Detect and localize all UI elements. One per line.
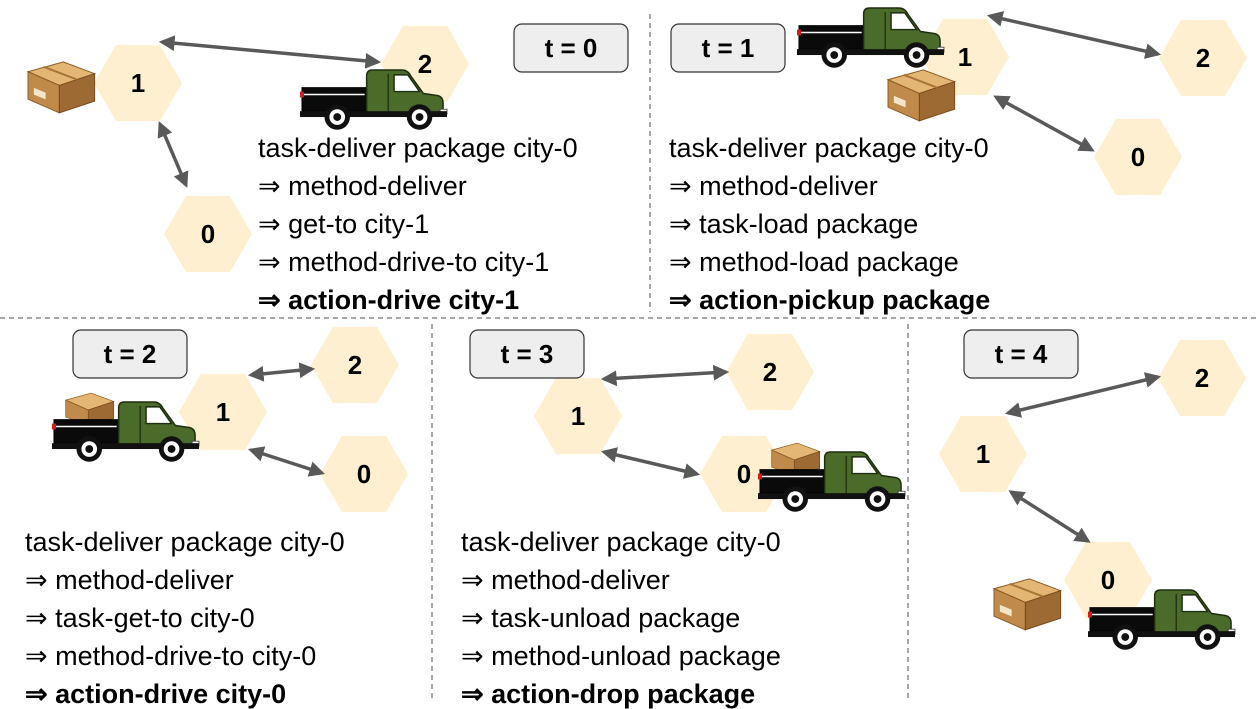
city-node-label: 0 xyxy=(201,219,215,249)
city-node-label: 1 xyxy=(216,397,230,427)
city-node-0: 0 xyxy=(320,435,408,513)
plan-line: ⇒ method-deliver xyxy=(25,565,234,595)
plan-action-line: ⇒ action-pickup package xyxy=(669,285,990,315)
road-arrow xyxy=(600,447,701,479)
panel-p0: 1 2 0 t = 0 task-deliver package city-0 ⇒ met… xyxy=(26,23,629,315)
city-node-1: 1 xyxy=(94,44,182,122)
road-arrow xyxy=(247,362,316,382)
time-label: t = 1 xyxy=(670,23,786,73)
road-arrow xyxy=(248,446,325,477)
plan-line: ⇒ method-load package xyxy=(669,247,959,277)
time-label-text: t = 0 xyxy=(545,33,598,63)
panel-p4: 1 2 0 t = 4 xyxy=(939,329,1246,650)
road-arrow xyxy=(158,35,382,69)
plan-line: ⇒ task-load package xyxy=(669,209,918,239)
city-node-2: 2 xyxy=(1159,19,1247,97)
city-node-1: 1 xyxy=(179,373,267,451)
city-node-label: 0 xyxy=(357,459,371,489)
package-icon xyxy=(26,61,97,114)
time-label-text: t = 4 xyxy=(995,339,1048,369)
plan-line: ⇒ method-drive-to city-1 xyxy=(258,247,549,277)
city-node-0: 0 xyxy=(1094,118,1182,196)
package-icon xyxy=(992,578,1063,631)
city-node-label: 2 xyxy=(348,350,362,380)
plan-line: ⇒ method-deliver xyxy=(669,171,878,201)
truck-icon xyxy=(300,69,448,130)
city-node-label: 1 xyxy=(976,439,990,469)
time-label: t = 0 xyxy=(513,23,629,73)
plan-action-line: ⇒ action-drive city-0 xyxy=(25,679,286,709)
city-node-label: 1 xyxy=(571,401,585,431)
city-node-2: 2 xyxy=(311,326,399,404)
plan-line: task-deliver package city-0 xyxy=(258,133,578,163)
plan-line: ⇒ task-get-to city-0 xyxy=(25,603,255,633)
panel-p3: 1 2 0 t = 3 task-deliver package city-0 ⇒ met… xyxy=(461,329,906,709)
plan-line: ⇒ get-to city-1 xyxy=(258,209,429,239)
time-label-text: t = 3 xyxy=(501,339,554,369)
time-label: t = 3 xyxy=(469,329,585,379)
city-node-0: 0 xyxy=(164,195,252,273)
plan-line: ⇒ method-drive-to city-0 xyxy=(25,641,316,671)
city-node-label: 2 xyxy=(1195,363,1209,393)
city-node-label: 0 xyxy=(1131,142,1145,172)
plan-action-line: ⇒ action-drive city-1 xyxy=(258,285,519,315)
plan-line: ⇒ method-deliver xyxy=(258,171,467,201)
city-node-label: 2 xyxy=(418,49,432,79)
truck-icon xyxy=(758,442,906,512)
city-node-label: 0 xyxy=(737,459,751,489)
city-node-1: 1 xyxy=(939,415,1027,493)
plan-line: ⇒ method-unload package xyxy=(461,641,781,671)
road-arrow xyxy=(993,95,1095,152)
road-arrow xyxy=(1004,372,1162,418)
city-node-label: 2 xyxy=(1196,43,1210,73)
time-label-text: t = 2 xyxy=(104,339,157,369)
time-label: t = 2 xyxy=(72,329,188,379)
city-node-2: 2 xyxy=(1158,339,1246,417)
plan-line: ⇒ task-unload package xyxy=(461,603,740,633)
city-node-label: 0 xyxy=(1101,565,1115,595)
truck-icon xyxy=(52,392,200,462)
road-arrow xyxy=(157,121,189,188)
truck-icon xyxy=(1088,589,1236,650)
panel-dividers xyxy=(0,14,1259,700)
city-node-1: 1 xyxy=(534,377,622,455)
city-node-2: 2 xyxy=(726,333,814,411)
plan-action-line: ⇒ action-drop package xyxy=(461,679,755,709)
package-icon xyxy=(886,69,957,122)
city-node-0: 0 xyxy=(1064,541,1152,619)
road-arrow xyxy=(600,364,730,387)
city-node-label: 1 xyxy=(131,68,145,98)
panel-p2: 1 2 0 t = 2 task-deliver package city-0 ⇒ met… xyxy=(25,326,408,709)
time-label-text: t = 1 xyxy=(702,33,755,63)
truck-icon xyxy=(797,7,945,68)
plan-line: task-deliver package city-0 xyxy=(669,133,989,163)
time-label: t = 4 xyxy=(963,329,1079,379)
plan-line: task-deliver package city-0 xyxy=(461,527,781,557)
plan-line: ⇒ method-deliver xyxy=(461,565,670,595)
city-node-label: 2 xyxy=(763,357,777,387)
plan-line: task-deliver package city-0 xyxy=(25,527,345,557)
road-arrow xyxy=(986,11,1162,59)
road-arrow xyxy=(1008,490,1091,543)
panel-p1: 1 2 0 t = 1 task-deliver package city-0 ⇒ met… xyxy=(669,7,1247,315)
city-node-label: 1 xyxy=(958,42,972,72)
